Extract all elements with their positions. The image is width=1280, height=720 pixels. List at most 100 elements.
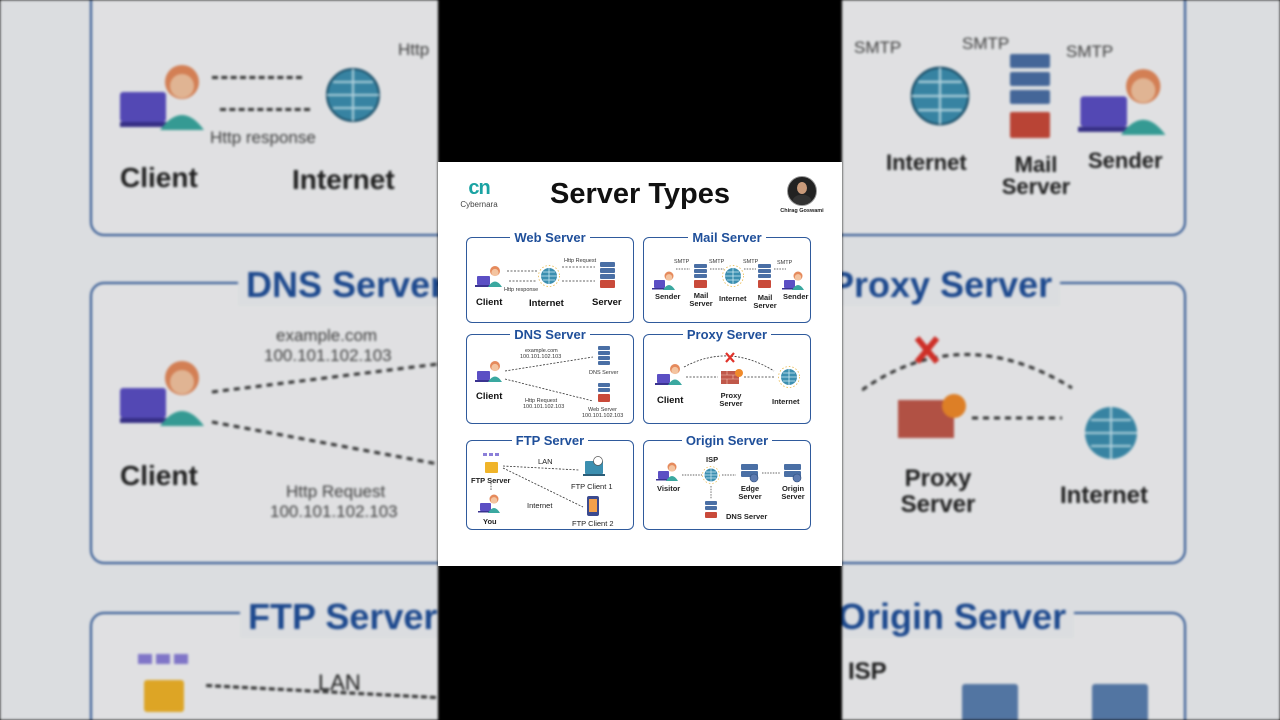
bg-dash-2 — [220, 108, 310, 111]
visitor-label: Visitor — [657, 484, 681, 493]
bg-sender-icon — [1078, 69, 1166, 135]
proxy-server-panel: Proxy Server Client Proxy Server Interne… — [643, 327, 811, 424]
bg-ip2: 100.101.102.103 — [270, 502, 398, 521]
bg-proxy-drawing — [862, 336, 1073, 438]
mail-server-label: Mail Server — [689, 291, 713, 308]
ftp-server-title: FTP Server — [511, 433, 589, 448]
dns-server-panel: DNS Server example.com 100.101.102.103 D… — [466, 327, 634, 424]
infographic-card: cn Cybernara Server Types Chirag Goswami… — [438, 162, 842, 566]
origin-server-panel: Origin Server — [643, 433, 811, 530]
bg-internet-label-3: Internet — [1060, 482, 1149, 509]
web-server-label: Web Server — [588, 407, 617, 413]
isp-label: ISP — [706, 455, 719, 464]
sender-icon — [652, 271, 675, 290]
bg-internet-label-2: Internet — [886, 150, 967, 175]
sender-icon-2 — [782, 271, 804, 290]
bg-proxy-title: Proxy Server — [842, 264, 1061, 306]
brand-logo: cn — [468, 177, 490, 199]
avatar — [787, 176, 817, 206]
internet-label: Internet — [772, 397, 800, 406]
web-server-icon — [598, 383, 610, 402]
proxy-server-label: Proxy Server — [719, 391, 743, 408]
dns-server-icon — [705, 501, 717, 518]
proxy-server-diagram — [655, 352, 800, 388]
bg-edge-servers — [962, 684, 1148, 720]
sender-label: Sender — [655, 292, 681, 301]
bg-client-label-2: Client — [120, 460, 198, 491]
mail-server-icon-2 — [758, 264, 771, 288]
bg-origin-title: Origin Server — [842, 596, 1075, 638]
client-label: Client — [476, 391, 503, 402]
ftp-server-panel: FTP Server FTP Server You LAN — [466, 433, 634, 530]
ftp-client-1-icon — [583, 456, 605, 476]
author: Chirag Goswami — [776, 176, 828, 214]
bg-sender-label: Sender — [1088, 148, 1163, 173]
bg-mail-server-label: Mail Server — [1001, 152, 1071, 199]
origin-server-diagram — [656, 462, 802, 518]
bg-smtp-1: SMTP — [854, 38, 902, 57]
mail-server-icon — [694, 264, 707, 288]
client-label: Client — [476, 297, 503, 308]
bg-domain: example.com — [276, 326, 378, 345]
ftp-client-1-label: FTP Client 1 — [571, 482, 613, 491]
ip-label-1: 100.101.102.103 — [520, 354, 562, 360]
ftp-server-diagram — [478, 453, 605, 516]
author-name: Chirag Goswami — [780, 208, 824, 214]
brand: cn Cybernara — [454, 178, 504, 209]
you-label: You — [483, 517, 497, 526]
server-icon — [600, 262, 615, 288]
mail-server-diagram — [652, 264, 804, 290]
proxy-server-title: Proxy Server — [682, 327, 772, 342]
bg-client-icon-2 — [120, 361, 204, 426]
ftp-server-label: FTP Server — [471, 476, 511, 485]
bg-ip1: 100.101.102.103 — [264, 346, 392, 365]
bg-globe-icon-2 — [910, 66, 970, 126]
blocked-x-icon — [725, 352, 735, 363]
bg-mail-server-icon — [1010, 54, 1050, 138]
http-request-label: Http Request — [525, 398, 558, 404]
domain-label: example.com — [525, 348, 558, 354]
internet-label: Internet — [529, 298, 564, 309]
origin-server-icon — [784, 464, 802, 483]
origin-server-title: Origin Server — [681, 433, 773, 448]
brand-name: Cybernara — [460, 200, 498, 209]
dns-server-label: DNS Server — [726, 512, 768, 521]
dns-server-title: DNS Server — [510, 327, 590, 342]
bg-globe-icon-3 — [1085, 407, 1137, 459]
http-response-label: Http response — [504, 287, 539, 293]
client-icon — [655, 364, 682, 385]
internet-label: Internet — [527, 501, 553, 510]
client-icon — [475, 266, 502, 287]
bg-http-top: Http — [398, 40, 430, 59]
bg-isp-label: ISP — [848, 658, 887, 685]
web-server-title: Web Server — [510, 230, 590, 245]
web-server-diagram — [475, 262, 615, 288]
dns-server-label: DNS Server — [589, 370, 619, 376]
bg-dns-arrows — [211, 362, 438, 466]
mail-server-label-2: Mail Server — [753, 293, 777, 310]
visitor-icon — [656, 462, 678, 481]
http-request-label: Http Request — [564, 258, 597, 264]
bg-lan: LAN — [318, 670, 361, 695]
background-left: Http Http response Client Internet DNS S… — [0, 0, 438, 720]
bg-folder-icon — [138, 654, 188, 712]
globe-icon — [778, 366, 800, 388]
bg-smtp-3: SMTP — [1066, 42, 1114, 61]
bg-smtp-2: SMTP — [962, 34, 1010, 53]
ip-label-3: 100.101.102.103 — [582, 413, 624, 419]
origin-server-label: Origin Server — [781, 484, 805, 501]
smtp-label-3: SMTP — [743, 259, 759, 265]
client-icon — [475, 361, 502, 382]
bg-proxy-label: Proxy Server — [900, 465, 976, 518]
edge-server-label: Edge Server — [738, 484, 762, 501]
ftp-client-2-label: FTP Client 2 — [572, 519, 614, 528]
page-title: Server Types — [549, 178, 731, 210]
smtp-label-1: SMTP — [674, 259, 690, 265]
background-right: SMTP SMTP SMTP Internet Mail Server Send… — [842, 0, 1280, 720]
smtp-label-4: SMTP — [777, 260, 793, 266]
web-server-panel: Web Server Http Request Http response Cl… — [466, 230, 634, 323]
folder-icon — [483, 453, 499, 473]
firewall-icon — [721, 369, 743, 384]
client-label: Client — [657, 395, 684, 406]
internet-label: Internet — [719, 294, 747, 303]
